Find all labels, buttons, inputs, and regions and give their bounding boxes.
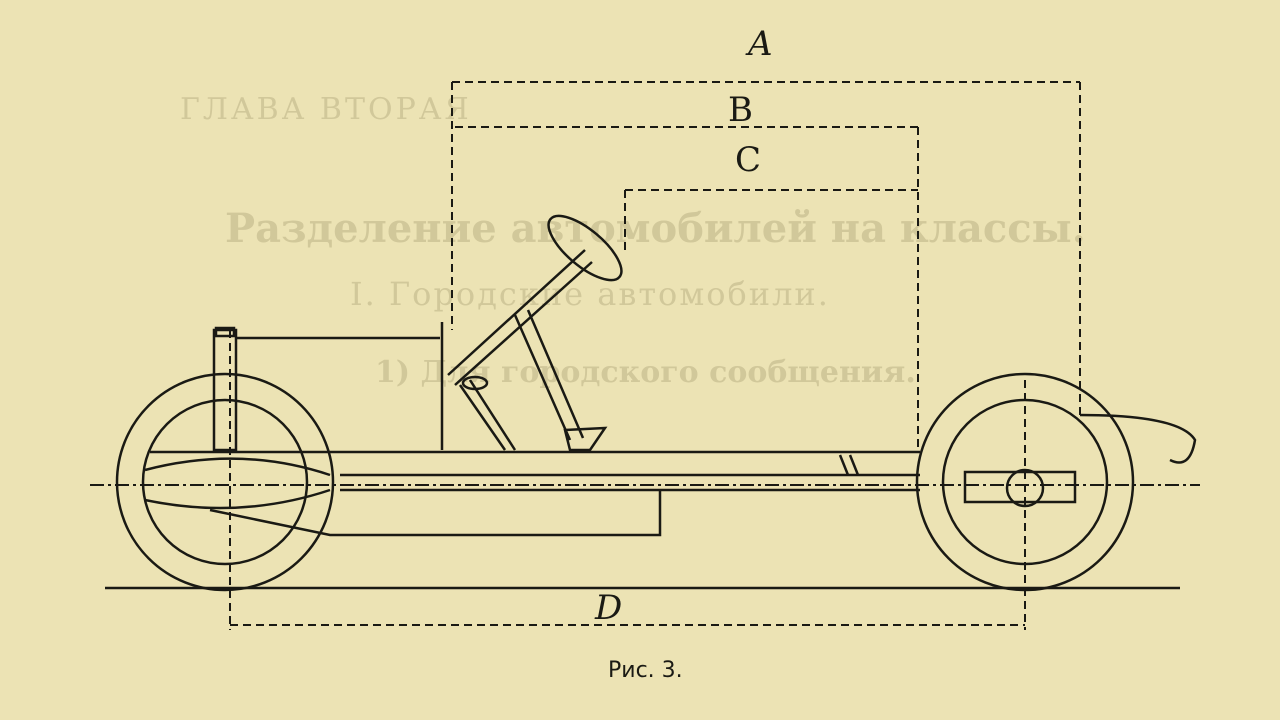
chassis-frame [144, 413, 1197, 537]
figure-caption: Рис. 3. [608, 658, 683, 683]
bleed-title: Разделение автомобилей на классы. [225, 205, 1086, 252]
bleed-chapter: ГЛАВА ВТОРАЯ [180, 92, 472, 127]
dimension-label-c: C [735, 140, 762, 180]
steering [447, 214, 860, 476]
dimension-label-d: D [595, 588, 623, 628]
bleed-section: I. Городские автомобили. [350, 275, 830, 313]
dimension-label-a: A [748, 24, 773, 64]
front-wheel [115, 372, 335, 592]
rear-wheel [915, 372, 1135, 592]
dimension-label-b: B [728, 90, 753, 130]
dimension-lines [90, 81, 1200, 630]
radiator-bonnet [212, 322, 444, 452]
